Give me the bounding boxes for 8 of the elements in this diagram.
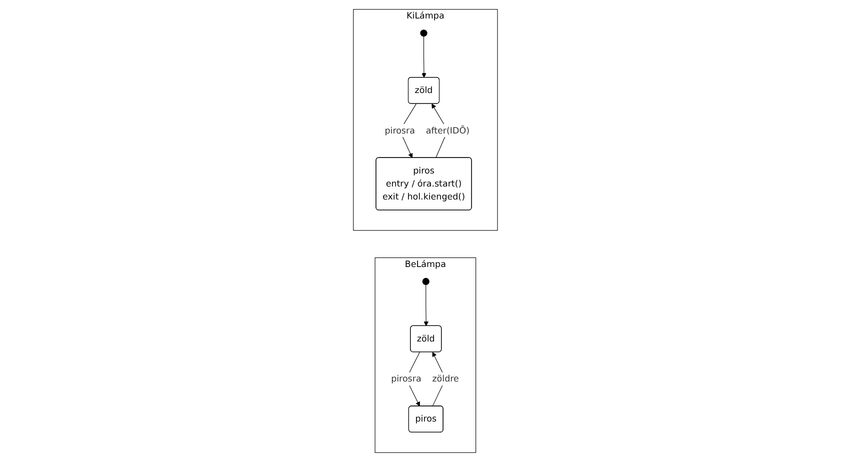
node-circle <box>420 30 428 37</box>
node-circle <box>422 278 430 286</box>
edge-label: pirosra <box>384 125 415 136</box>
edge-label: after(IDÕ) <box>426 125 470 136</box>
arrow <box>424 284 429 326</box>
edge-label: pirosra <box>391 373 422 384</box>
arrow <box>422 36 426 78</box>
edge-label: zöldre <box>432 373 459 384</box>
